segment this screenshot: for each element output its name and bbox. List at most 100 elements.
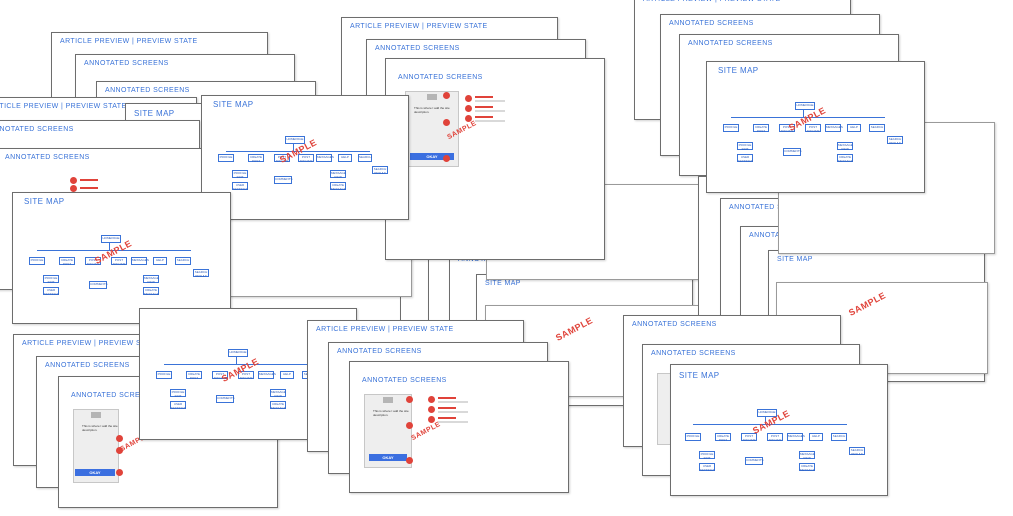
marker-icon xyxy=(116,435,123,442)
marker-icon xyxy=(465,105,472,112)
node-create-message: CREATE MESSAGE xyxy=(837,154,853,163)
card-title: ANNOTATED SCREENS xyxy=(337,348,422,355)
node-create-message: CREATE MESSAGE xyxy=(330,182,346,191)
card-title: SITE MAP xyxy=(718,66,759,75)
marker-icon xyxy=(428,416,435,423)
node-search-result: SEARCH RESULT xyxy=(193,269,209,278)
node-comments: COMMENTS xyxy=(745,457,764,465)
node-profile-edit: PROFILE EDIT xyxy=(43,275,59,284)
node-help: HELP xyxy=(847,124,861,132)
note-line xyxy=(475,120,505,122)
card-title: ANNOTATED SCREENS xyxy=(375,45,460,52)
node-post-archive: POST ARCHIVE xyxy=(85,257,101,266)
marker-icon xyxy=(443,92,450,99)
sample-stamp: SAMPLE xyxy=(847,290,888,318)
note-line xyxy=(475,100,505,102)
card-annotated-screens: ANNOTATED SCREENS This is where I add th… xyxy=(58,376,278,508)
node-user-settings: USER SETTINGS xyxy=(43,287,60,296)
card-title: ANNOTATED SCREENS xyxy=(632,321,717,328)
card-title: SITE MAP xyxy=(24,197,65,206)
node-comments: COMMENTS xyxy=(89,281,108,289)
node-post-archive: POST ARCHIVE xyxy=(779,124,795,133)
node-messages: MESSAGES xyxy=(316,154,334,162)
note-line xyxy=(475,116,493,118)
card-title: ARTICLE PREVIEW | PREVIEW STATE xyxy=(0,103,127,110)
okay-button[interactable]: OKAY xyxy=(75,469,115,476)
node-create-message: CREATE MESSAGE xyxy=(143,287,159,296)
marker-icon xyxy=(443,155,450,162)
node-message-view: MESSAGE VIEW xyxy=(837,142,853,151)
node-homepage: HOMEPAGE xyxy=(795,102,815,110)
note-line xyxy=(438,411,468,413)
node-search-result: SEARCH RESULT xyxy=(372,166,388,175)
okay-button[interactable]: OKAY xyxy=(369,454,407,461)
marker-icon xyxy=(116,447,123,454)
node-create-post: CREATE POST xyxy=(186,371,202,380)
card-annotated-screens: ANNOTATED SCREENS This is where I add th… xyxy=(349,361,569,493)
node-profile: PROFILE xyxy=(156,371,172,379)
node-profile: PROFILE xyxy=(685,433,701,441)
card-site-map: SITE MAP HOMEPAGE PROFILE CREATE POST PO… xyxy=(12,192,231,324)
sample-stamp: SAMPLE xyxy=(554,315,595,343)
node-user-settings: USER SETTINGS xyxy=(737,154,754,163)
sample-stamp: SAMPLE xyxy=(410,420,442,443)
card-site-map: SITE MAP HOMEPAGE PROFILE CREATE POST PO… xyxy=(201,95,409,220)
card-annotated-screens: ANNOTATED SCREENS This is where I add th… xyxy=(385,58,605,260)
node-message-view: MESSAGE VIEW xyxy=(330,170,346,179)
node-help: HELP xyxy=(280,371,294,379)
note-line xyxy=(80,179,98,181)
phone-mockup: This is where I add the site description… xyxy=(364,394,412,468)
node-user-settings: USER SETTINGS xyxy=(232,182,249,191)
node-create-message: CREATE MESSAGE xyxy=(270,401,286,410)
node-post-archive: POST ARCHIVE xyxy=(741,433,757,442)
phone-mockup: This is where I add the site description… xyxy=(405,91,459,167)
phone-text: This is where I add the site description… xyxy=(414,106,450,114)
node-create-post: CREATE POST xyxy=(59,257,75,266)
card-title: ANNOTATED SCREENS xyxy=(651,350,736,357)
site-map-tree: HOMEPAGE PROFILE CREATE POST POST ARCHIV… xyxy=(216,132,396,212)
node-profile-edit: PROFILE EDIT xyxy=(170,389,186,398)
marker-icon xyxy=(428,406,435,413)
card-title: SITE MAP xyxy=(213,100,254,109)
node-profile-edit: PROFILE EDIT xyxy=(699,451,715,460)
node-message-view: MESSAGE VIEW xyxy=(143,275,159,284)
node-profile: PROFILE xyxy=(218,154,234,162)
card-title: ANNOTATED SCREENS xyxy=(729,204,814,211)
note-line xyxy=(438,407,456,409)
phone-text: This is where I add the site description… xyxy=(82,424,118,432)
card-title: ARTICLE PREVIEW | PREVIEW STATE xyxy=(60,38,198,45)
node-comments: COMMENTS xyxy=(783,148,802,156)
node-help: HELP xyxy=(153,257,167,265)
node-messages: MESSAGES xyxy=(787,433,805,441)
card-site-map: SITE MAP HOMEPAGE PROFILE CREATE POST PO… xyxy=(670,364,888,496)
site-map-tree: HOMEPAGE PROFILE CREATE POST POST ARCHIV… xyxy=(683,407,873,487)
marker-icon xyxy=(406,396,413,403)
node-create-post: CREATE POST xyxy=(248,154,264,163)
node-create-message: CREATE MESSAGE xyxy=(799,463,815,472)
card-site-map: SITE MAP HOMEPAGE PROFILE CREATE POST PO… xyxy=(706,61,925,193)
node-create-post: CREATE POST xyxy=(753,124,769,133)
note-line xyxy=(475,110,505,112)
node-profile: PROFILE xyxy=(29,257,45,265)
card-title: SITE MAP xyxy=(485,280,521,287)
node-homepage: HOMEPAGE xyxy=(285,136,305,144)
node-messages: MESSAGES xyxy=(825,124,843,132)
card-title: ARTICLE PREVIEW | PREVIEW STATE xyxy=(350,23,488,30)
card-title: ANNOTATED SCREENS xyxy=(0,126,74,133)
node-search: SEARCH xyxy=(831,433,847,441)
marker-icon xyxy=(116,469,123,476)
node-search: SEARCH xyxy=(358,154,372,162)
node-search-result: SEARCH RESULT xyxy=(849,447,865,456)
card-title: SITE MAP xyxy=(134,109,175,118)
card-title: ANNOTATED SCREENS xyxy=(5,154,90,161)
node-comments: COMMENTS xyxy=(274,176,293,184)
node-profile-edit: PROFILE EDIT xyxy=(737,142,753,151)
node-create-post: CREATE POST xyxy=(715,433,731,442)
node-homepage: HOMEPAGE xyxy=(757,409,777,417)
note-line xyxy=(438,421,468,423)
marker-icon xyxy=(406,457,413,464)
card-title: SITE MAP xyxy=(679,371,720,380)
card-title: ANNOTATED SCREENS xyxy=(45,362,130,369)
card-title: ANNOTATED SCREENS xyxy=(362,377,447,384)
okay-button[interactable]: OKAY xyxy=(410,153,454,160)
